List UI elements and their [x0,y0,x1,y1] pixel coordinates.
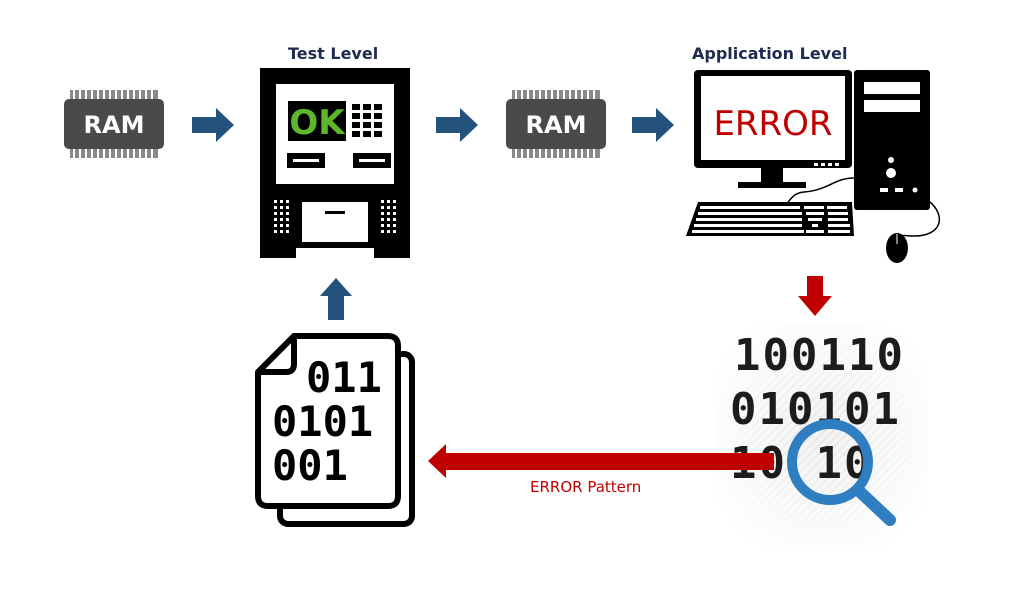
ram-label: RAM [84,111,145,139]
test-machine-icon: OK [260,68,410,258]
error-screen-text: ERROR [713,104,832,144]
binary-magnifier-icon: 100110 010101 10 10 [718,324,928,546]
arrow-up-icon [320,278,352,320]
desktop-computer-icon: ERROR [686,70,940,263]
arrow-right-icon [436,108,478,142]
application-level-label: Application Level [692,44,848,63]
test-level-label: Test Level [288,44,379,63]
arrow-right-icon [192,108,234,142]
arrow-down-icon [798,276,832,316]
ram-chip-icon: RAM [64,90,164,158]
ram-chip-icon: RAM [506,90,606,158]
binary-row: 011 [306,353,382,402]
arrow-right-icon [632,108,674,142]
arrow-left-icon [428,444,774,478]
binary-document-icon: 011 0101 001 [255,333,415,527]
error-pattern-label: ERROR Pattern [530,478,642,496]
ok-screen-text: OK [289,103,346,143]
binary-row: 001 [272,441,348,490]
ram-label: RAM [526,111,587,139]
binary-row: 0101 [272,397,373,446]
binary-row: 100110 [734,330,905,381]
